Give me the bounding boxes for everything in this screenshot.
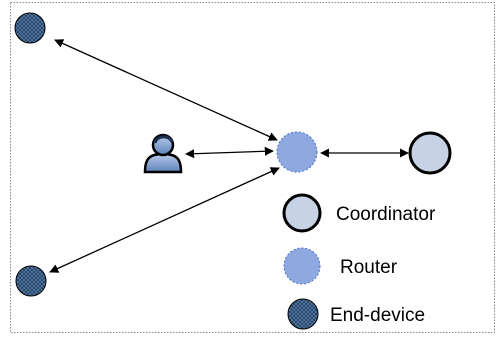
legend-end-device-symbol	[287, 298, 319, 330]
link-router-to-enddevice-bottom	[49, 167, 280, 273]
legend-router-label: Router	[340, 257, 398, 278]
legend-end-device-label: End-device	[330, 305, 425, 326]
end-device-node-bottom	[15, 265, 47, 297]
router-node	[276, 131, 318, 173]
coordinator-node	[408, 131, 452, 175]
legend-coordinator-label: Coordinator	[336, 204, 436, 225]
diagram-frame	[10, 2, 495, 333]
link-router-to-enddevice-top	[54, 39, 278, 141]
end-device-node-top	[14, 12, 46, 44]
legend: Coordinator Router End-device	[282, 193, 436, 330]
user-icon	[143, 133, 183, 174]
legend-router-symbol	[283, 247, 321, 285]
link-router-to-user	[185, 146, 274, 159]
legend-coordinator-symbol	[282, 193, 322, 233]
